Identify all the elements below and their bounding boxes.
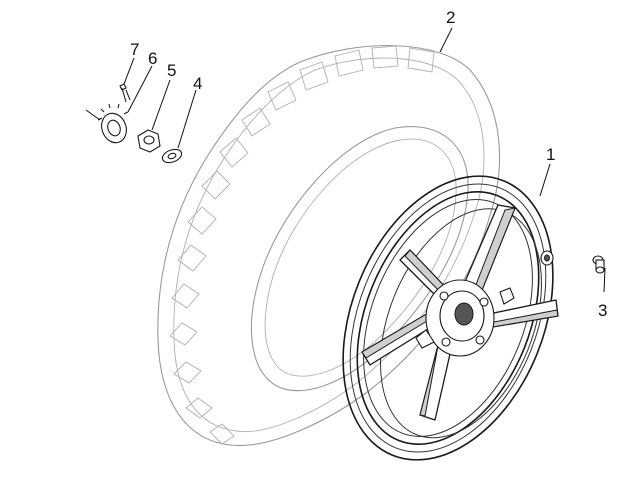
leader-3 [603,267,606,293]
leader-7 [123,57,135,85]
callout-2: 2 [446,8,455,27]
callout-3: 3 [598,301,607,320]
leader-6 [127,65,153,113]
callout-5: 5 [167,61,176,80]
callout-labels: 1 2 3 4 5 6 7 [130,8,607,320]
valve [592,255,605,274]
leader-lines [123,27,606,293]
tyre-tread [169,45,435,445]
leader-5 [151,79,171,131]
callout-1: 1 [546,145,555,164]
washer [161,148,183,164]
pin [119,83,131,103]
leader-2 [439,27,453,53]
nut [137,129,161,153]
callout-7: 7 [130,40,139,59]
leader-1 [539,163,551,197]
callout-4: 4 [193,74,202,93]
leader-4 [177,89,197,149]
rim-valve-boss [540,250,554,266]
rim-hub [415,279,515,357]
tyre [157,45,501,447]
callout-6: 6 [148,49,157,68]
toothed-ring [85,103,129,144]
